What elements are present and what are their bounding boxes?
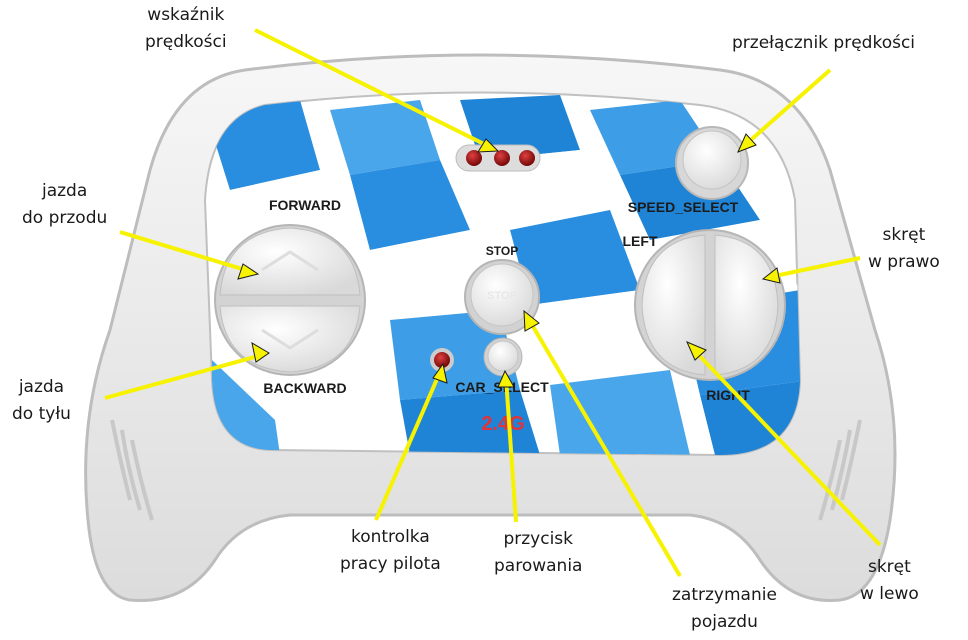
callout-turn-left-line-1: skręt — [867, 557, 911, 577]
arrowhead-forward — [237, 263, 260, 280]
callout-turn-left: skręt w lewo — [860, 554, 919, 608]
callout-turn-left-line-2: w lewo — [860, 584, 919, 605]
callout-stop-vehicle: zatrzymanie pojazdu — [672, 582, 777, 636]
arrowhead-speed-switch — [737, 133, 757, 153]
callout-pairing-line-2: parowania — [494, 556, 583, 577]
backward-label: BACKWARD — [263, 380, 346, 396]
callout-speed-indicator-line-2: prędkości — [145, 32, 227, 53]
right-grip-ridges — [818, 419, 862, 521]
left-grip-ridges — [110, 419, 154, 521]
callout-speed-indicator-line-1: wskaźnik — [147, 5, 225, 25]
arrowhead-remote-led — [432, 362, 448, 384]
callout-speed-switch-line-1: przełącznik prędkości — [732, 33, 916, 53]
callout-forward-line-2: do przodu — [22, 208, 108, 229]
forward-arrow-icon — [261, 250, 319, 272]
speed-indicator-leds — [455, 144, 541, 172]
remote-status-led — [430, 348, 454, 372]
brand-2-4g: 2.4G — [481, 413, 524, 435]
stop-button-text: STOP — [487, 290, 517, 302]
arrow-speed-switch — [742, 68, 832, 148]
arrowhead-turn-left — [686, 341, 707, 361]
car-select-button[interactable] — [483, 337, 523, 377]
speed-select-label: SPEED_SELECT — [628, 199, 739, 215]
stop-label: STOP — [486, 244, 518, 258]
left-label: LEFT — [623, 233, 658, 249]
callout-turn-right: skręt w prawo — [868, 222, 940, 276]
forward-label: FORWARD — [269, 197, 341, 213]
arrowhead-stop-vehicle — [523, 309, 540, 332]
arrowhead-pairing — [497, 369, 515, 388]
speed-led-3 — [519, 150, 535, 166]
callout-turn-right-line-1: skręt — [882, 225, 926, 245]
callout-speed-switch: przełącznik prędkości — [732, 30, 915, 57]
callout-backward-line-1: jazda — [18, 377, 65, 397]
forward-backward-dial[interactable] — [214, 224, 366, 376]
callout-remote-led-line-2: pracy pilota — [340, 554, 441, 575]
checkered-flag-pattern — [205, 95, 800, 455]
arrow-forward — [119, 230, 253, 274]
arrow-speed-indicator — [254, 28, 493, 150]
callout-forward: jazda do przodu — [22, 178, 107, 232]
callout-remote-led: kontrolka pracy pilota — [340, 524, 441, 578]
speed-select-button[interactable] — [675, 126, 749, 200]
arrowhead-speed-indicator — [477, 138, 500, 153]
callout-stop-vehicle-line-1: zatrzymanie — [672, 585, 777, 605]
arrow-turn-right — [769, 256, 861, 279]
arrow-remote-led — [374, 371, 442, 521]
arrow-pairing — [504, 377, 518, 523]
callout-backward-line-2: do tyłu — [12, 404, 71, 425]
speed-led-2 — [494, 150, 510, 166]
backward-arrow-icon — [261, 328, 319, 350]
callout-arrows — [104, 28, 882, 578]
forward-button[interactable] — [219, 227, 361, 296]
left-turn-button[interactable] — [641, 234, 706, 376]
callout-forward-line-1: jazda — [41, 181, 88, 201]
arrow-turn-left — [690, 346, 882, 547]
callout-pairing: przycisk parowania — [494, 526, 582, 580]
callout-speed-indicator: wskaźnik prędkości — [145, 2, 227, 56]
callout-remote-led-line-1: kontrolka — [350, 527, 430, 547]
stop-button[interactable]: STOP — [464, 259, 540, 335]
arrowhead-backward — [251, 341, 270, 363]
callout-turn-right-line-2: w prawo — [868, 252, 940, 273]
speed-led-1 — [466, 150, 482, 166]
callout-pairing-line-1: przycisk — [503, 529, 573, 549]
callout-stop-vehicle-line-2: pojazdu — [691, 612, 758, 633]
arrowhead-turn-right — [761, 267, 781, 284]
callout-arrowheads — [237, 133, 781, 388]
left-right-dial[interactable] — [634, 229, 786, 381]
right-turn-button[interactable] — [714, 234, 779, 376]
arrow-backward — [104, 353, 263, 400]
arrow-stop-vehicle — [526, 316, 682, 578]
callout-backward: jazda do tyłu — [12, 374, 71, 428]
